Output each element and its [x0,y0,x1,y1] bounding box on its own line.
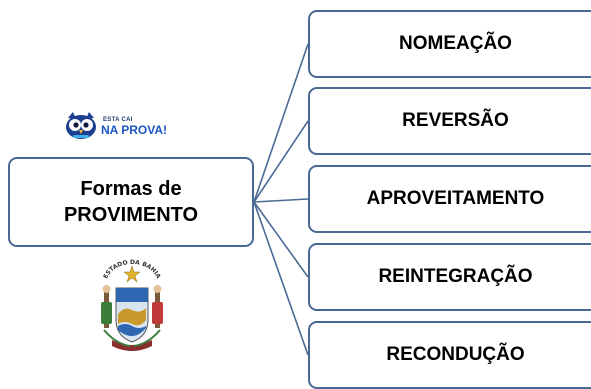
state-coat-of-arms-icon: ESTADO DA BAHIA [101,259,163,351]
node-nomeacao: NOMEAÇÃO [308,10,591,78]
connector-reintegracao [253,201,309,278]
node-reversao: REVERSÃO [308,87,591,155]
connector-lines [253,43,309,356]
connector-nomeacao [253,43,309,203]
logo-big-text: NA PROVA! [101,123,167,137]
node-label: RECONDUÇÃO [386,344,525,365]
connector-reversao [253,120,309,203]
node-reconducao: RECONDUÇÃO [308,321,591,389]
node-label: REVERSÃO [402,110,509,131]
esta-cai-na-prova-logo: ESTA CAI NA PROVA! [64,110,196,140]
connector-reconducao [253,201,309,356]
root-node: Formas de PROVIMENTO [8,157,254,247]
root-label-line2: PROVIMENTO [63,204,199,226]
node-reintegracao: REINTEGRAÇÃO [308,243,591,311]
logo-small-text: ESTA CAI [103,117,133,123]
node-label: REINTEGRAÇÃO [378,266,533,287]
owl-icon [66,112,96,139]
node-label: APROVEITAMENTO [366,188,545,209]
node-aproveitamento: APROVEITAMENTO [308,165,591,233]
connector-aproveitamento [253,198,309,203]
root-label-line1: Formas de [80,178,182,200]
node-label: NOMEAÇÃO [399,33,512,54]
